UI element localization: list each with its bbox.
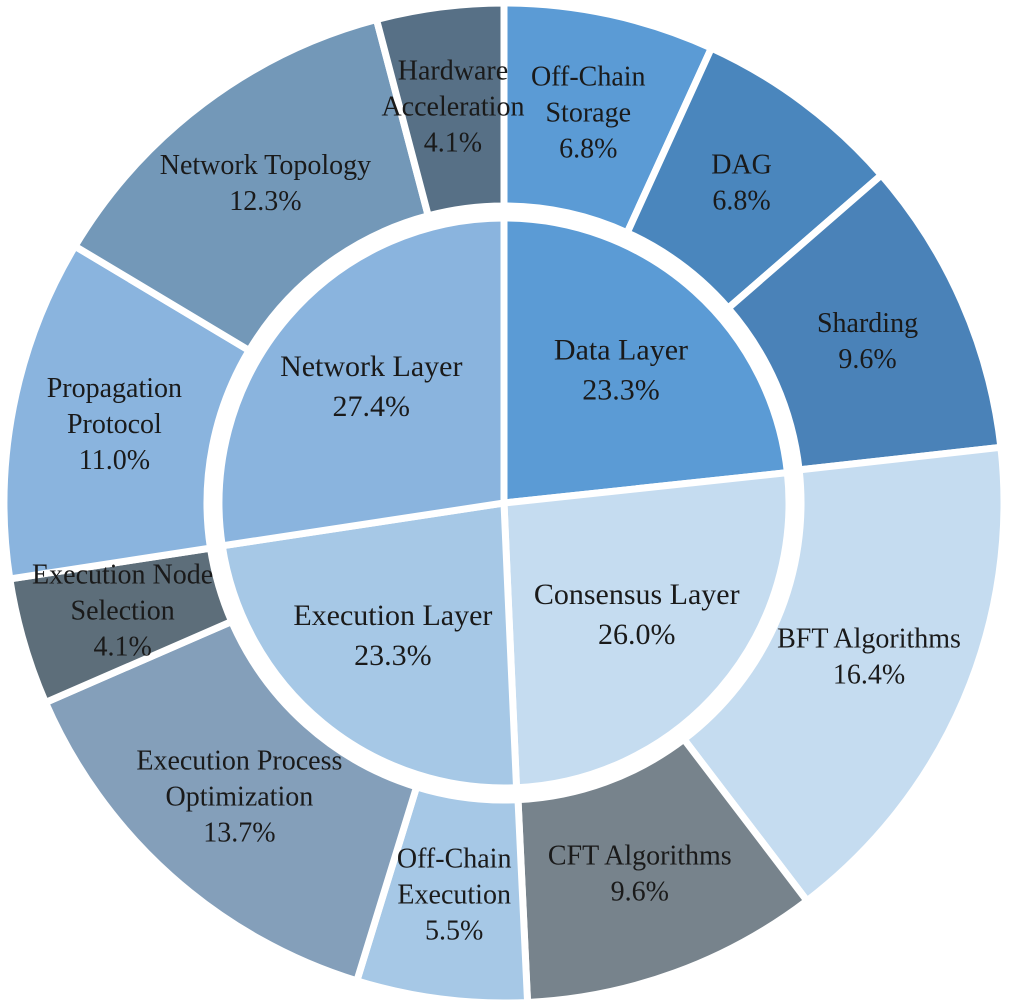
slice-name-label: Consensus Layer [534,578,740,611]
pie-slice[interactable] [680,443,1008,905]
outer-ring-labels: Off-ChainStorage6.8%DAG6.8%Sharding9.6%B… [32,56,961,947]
slice-percent-label: 9.6% [838,344,896,375]
slice-name-label: Execution Process [136,745,342,776]
pie-slice[interactable] [215,214,508,550]
slice-name-label: Protocol [67,409,162,440]
pie-slice[interactable] [372,0,508,220]
slice-name-label: Hardware [398,56,508,87]
slice-name-label: Optimization [165,781,313,812]
slice-name-label: Execution Layer [293,599,492,632]
slice-name-label: Network Topology [160,150,371,181]
slice-percent-label: 6.8% [712,185,770,216]
pie-slice[interactable] [42,617,421,985]
inner-ring-group [215,214,793,792]
slice-name-label: Selection [71,596,175,627]
slice-percent-label: 5.5% [425,915,483,946]
slice-percent-label: 27.4% [333,390,411,423]
slice-percent-label: 13.7% [203,817,275,848]
slice-name-label: Execution [397,879,511,910]
slice-percent-label: 23.3% [582,374,660,407]
slice-name-label: Data Layer [554,334,688,367]
slice-percent-label: 4.1% [424,128,482,159]
slice-percent-label: 12.3% [229,186,301,217]
slice-name-label: Network Layer [280,350,462,383]
slice-percent-label: 11.0% [79,445,150,476]
pie-slice[interactable] [500,214,791,507]
slice-name-label: DAG [711,149,772,180]
pie-slice[interactable] [218,499,521,792]
slice-name-label: Off-Chain [397,843,512,874]
slice-name-label: Execution Node [32,560,213,591]
slice-percent-label: 26.0% [598,618,676,651]
pie-slice[interactable] [71,16,432,354]
slice-name-label: Acceleration [381,92,524,123]
slice-percent-label: 6.8% [559,133,617,164]
slice-name-label: Propagation [47,373,182,404]
slice-name-label: Storage [545,97,631,128]
slice-name-label: Off-Chain [531,61,646,92]
inner-ring-labels: Data Layer 23.3% Consensus Layer 26.0% Execu… [280,334,740,672]
slice-percent-label: 23.3% [354,639,432,672]
pie-slice[interactable] [500,469,793,792]
slice-name-label: Sharding [817,308,918,339]
slice-name-label: BFT Algorithms [777,624,961,655]
slice-percent-label: 4.1% [93,632,151,663]
slice-name-label: CFT Algorithms [548,840,732,871]
slice-percent-label: 9.6% [611,876,669,907]
slice-percent-label: 16.4% [833,660,905,691]
